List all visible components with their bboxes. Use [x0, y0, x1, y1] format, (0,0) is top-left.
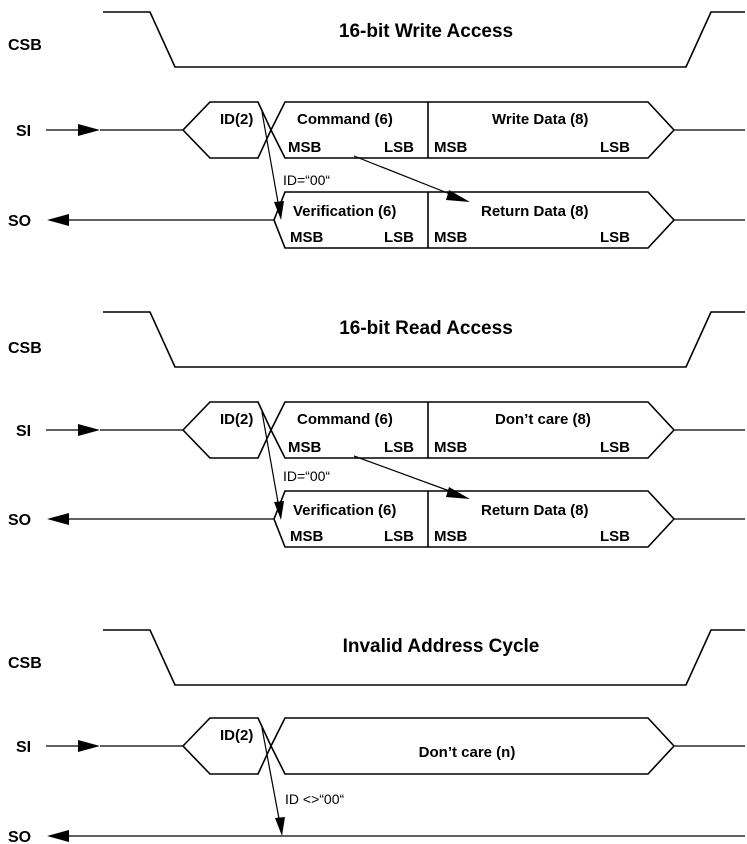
so-verification-lsb: LSB: [384, 528, 414, 545]
so-output-arrow: [47, 214, 274, 226]
so-output-arrow: [47, 830, 745, 842]
invalid-address-section: Invalid Address Cycle CSB SI ID(2) Don’t…: [8, 629, 745, 844]
write-access-title: 16-bit Write Access: [339, 21, 513, 42]
si-label: SI: [16, 423, 31, 440]
si-input-arrow: [46, 740, 100, 752]
so-output-arrow: [47, 513, 274, 525]
so-verification-msb: MSB: [290, 229, 324, 246]
so-label: SO: [8, 512, 31, 529]
csb-waveform: [103, 629, 745, 686]
so-return-data-field-label: Return Data (8): [481, 203, 589, 220]
si-command-msb: MSB: [288, 139, 322, 156]
si-label: SI: [16, 123, 31, 140]
si-id-field-label: ID(2): [220, 111, 253, 128]
si-input-arrow: [46, 124, 100, 136]
si-input-arrow: [46, 424, 100, 436]
command-to-return-arrow: [353, 455, 470, 499]
so-data-lsb: LSB: [600, 528, 630, 545]
id-condition-label: ID=“00“: [283, 468, 330, 484]
so-verification-msb: MSB: [290, 528, 324, 545]
si-data-lsb: LSB: [600, 439, 630, 456]
id-condition-label: ID <>“00“: [285, 791, 344, 807]
si-command-field-label: Command (6): [297, 411, 393, 428]
si-write-data-field-label: Write Data (8): [492, 111, 588, 128]
so-return-data-field-label: Return Data (8): [481, 502, 589, 519]
so-verification-field-label: Verification (6): [293, 502, 396, 519]
si-label: SI: [16, 739, 31, 756]
so-label: SO: [8, 213, 31, 230]
read-access-title: 16-bit Read Access: [339, 318, 513, 339]
si-data-msb: MSB: [434, 139, 468, 156]
id-condition-label: ID=“00“: [283, 172, 330, 188]
id-to-verification-arrow: [261, 111, 284, 220]
so-data-msb: MSB: [434, 229, 468, 246]
si-command-lsb: LSB: [384, 439, 414, 456]
csb-waveform: [103, 311, 745, 368]
so-verification-lsb: LSB: [384, 229, 414, 246]
si-data-msb: MSB: [434, 439, 468, 456]
si-data-lsb: LSB: [600, 139, 630, 156]
si-command-lsb: LSB: [384, 139, 414, 156]
id-to-verification-arrow: [261, 411, 284, 520]
so-data-lsb: LSB: [600, 229, 630, 246]
si-command-field-label: Command (6): [297, 111, 393, 128]
invalid-address-title: Invalid Address Cycle: [343, 636, 540, 657]
si-id-field-label: ID(2): [220, 727, 253, 744]
so-data-msb: MSB: [434, 528, 468, 545]
so-label: SO: [8, 829, 31, 844]
csb-label: CSB: [8, 37, 42, 54]
si-dont-care-field-label: Don’t care (8): [495, 411, 591, 428]
si-dont-care-field-label: Don’t care (n): [419, 744, 516, 761]
si-id-field-label: ID(2): [220, 411, 253, 428]
id-to-so-arrow: [261, 727, 285, 836]
command-to-return-arrow: [353, 155, 470, 202]
write-access-section: 16-bit Write Access CSB SI ID(2) Command…: [8, 11, 745, 249]
csb-waveform: [103, 11, 745, 68]
csb-label: CSB: [8, 340, 42, 357]
si-command-msb: MSB: [288, 439, 322, 456]
so-verification-field-label: Verification (6): [293, 203, 396, 220]
csb-label: CSB: [8, 655, 42, 672]
read-access-section: 16-bit Read Access CSB SI ID(2) Command …: [8, 311, 745, 548]
